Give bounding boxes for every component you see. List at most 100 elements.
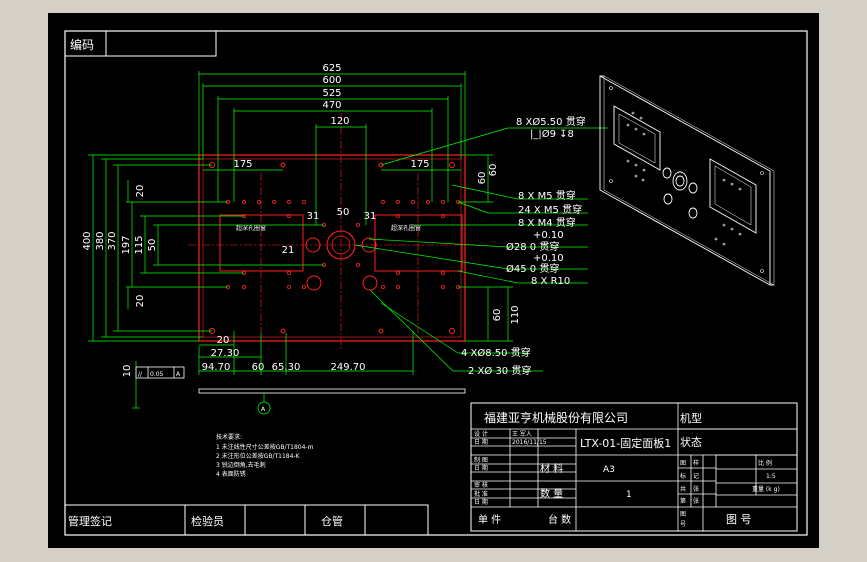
hole-callouts: 8 XØ5.50 贯穿 |_|Ø9 ↧8 8 X M5 贯穿 24 X M5 贯… (461, 115, 586, 377)
side-label-1: 图 (680, 460, 686, 467)
dim-525: 525 (322, 88, 341, 99)
callout-hole-28: Ø28 0 贯穿 (506, 240, 559, 253)
dimension-texts: 625 600 525 470 120 175 175 60 50 31 31 … (82, 63, 521, 373)
datum-marker: A (257, 393, 271, 415)
callout-hole-8-50: 4 XØ8.50 贯穿 (461, 346, 531, 359)
date-label-1: 日 期 (474, 438, 488, 446)
mgmt-label: 管理签记 (68, 514, 112, 528)
side-label-3: 标 (680, 472, 686, 480)
note-3: 3 锐边倒角,去毛刺 (216, 461, 266, 469)
note-2: 2 未注形位公差按GB/T1184-K (216, 452, 301, 460)
tol-left-num: 10 (122, 365, 133, 378)
dim-50: 50 (337, 207, 350, 218)
center-lines (188, 113, 478, 351)
callout-r10: 8 X R10 (531, 276, 570, 287)
lower-left-hole-30 (306, 275, 322, 291)
approve-label: 批 准 (474, 490, 488, 498)
callout-counterbore: |_|Ø9 ↧8 (530, 128, 574, 140)
dim-120: 120 (330, 116, 349, 127)
code-label: 编码 (70, 37, 94, 52)
sets-label: 台 数 (548, 513, 571, 526)
dim-470: 470 (322, 100, 341, 111)
left-pocket-label: 超深孔圈窗 (236, 224, 266, 232)
plate-outline (198, 154, 466, 342)
dim-65-30: 65.30 (272, 362, 301, 373)
dim-380: 380 (95, 231, 106, 250)
model-label: 机型 (680, 411, 702, 425)
front-view: 超深孔圈窗 超深孔圈窗 (188, 113, 478, 351)
code-box: 编码 (64, 30, 217, 57)
dim-249-70: 249.70 (331, 362, 366, 373)
storage-label: 仓管 (321, 514, 343, 528)
dim-600: 600 (322, 75, 341, 86)
tol-symbol: // (138, 371, 143, 378)
side-label-7: 第 (680, 497, 686, 505)
date-label-3: 日 期 (474, 498, 488, 506)
dim-21: 21 (282, 245, 295, 256)
dim-60-right-upper: 60 (477, 172, 488, 185)
dim-20-bottom: 20 (135, 295, 146, 308)
callout-m5-24: 24 X M5 贯穿 (518, 203, 582, 216)
plate-inner-outline (202, 158, 462, 338)
dim-175-left: 175 (233, 159, 252, 170)
qty-value: 1 (626, 490, 632, 500)
dim-60-right-lower: 60 (492, 309, 503, 322)
technical-notes: 技术要求: 1 未注线性尺寸公差按GB/T1804-m 2 未注形位公差按GB/… (216, 433, 314, 478)
bottom-bar: 管理签记 检验员 仓管 (64, 504, 429, 536)
dim-197: 197 (121, 235, 132, 254)
scale-label: 比 例 (758, 459, 772, 467)
material-value: A3 (603, 465, 615, 475)
dim-20-top: 20 (135, 185, 146, 198)
right-window-pocket (374, 214, 463, 272)
sheet-border (64, 30, 808, 536)
dimension-lines (88, 71, 608, 375)
note-1: 1 未注线性尺寸公差按GB/T1804-m (216, 443, 314, 451)
notes-title: 技术要求: (216, 433, 242, 441)
dim-60-top: 60 (488, 164, 499, 177)
dim-27-30: 27.30 (211, 348, 240, 359)
callout-hole-5-50: 8 XØ5.50 贯穿 (516, 115, 586, 128)
designer-name: 王 军人 (512, 431, 532, 438)
title-block-texts: 福建亚亨机械股份有限公司 机型 状态 LTX-01-固定面板1 设 计 王 军人… (474, 410, 780, 528)
design-date: 2016/11/15 (512, 439, 547, 446)
dim-20-bottom-h: 20 (217, 335, 230, 346)
drawing-canvas[interactable]: 编码 超深孔圈窗 超深孔圈窗 (48, 13, 819, 548)
weight-label: 重量 (k g) (752, 485, 780, 493)
dim-60-bottom: 60 (252, 362, 265, 373)
cad-viewport[interactable]: 编码 超深孔圈窗 超深孔圈窗 (48, 13, 819, 548)
part-name: LTX-01-固定面板1 (580, 436, 671, 450)
callout-tol-28: +0.10 (533, 230, 564, 241)
status-label: 状态 (680, 435, 702, 449)
left-window-pocket (219, 214, 304, 272)
dim-370: 370 (107, 231, 118, 250)
single-piece-label: 单 件 (478, 514, 501, 526)
title-block (470, 402, 798, 532)
callout-tol-45: +0.10 (533, 253, 564, 264)
isometric-view (599, 75, 775, 286)
design-label: 设 计 (474, 430, 488, 438)
tol-datum: A (176, 371, 181, 378)
tol-value: 0.05 (150, 371, 164, 378)
side-label-8: 张 (693, 497, 699, 505)
geometric-tolerance: 10 // 0.05 A (122, 361, 185, 409)
right-pocket-label: 超深孔圈窗 (391, 224, 421, 232)
side-label-2: 样 (693, 459, 699, 467)
note-4: 4 表面防锈 (216, 470, 246, 478)
side-label-9: 图 (680, 511, 686, 518)
qty-label: 数 量 (540, 487, 563, 500)
side-label-6: 张 (693, 485, 699, 493)
draw-label: 制 图 (474, 456, 488, 464)
company-name: 福建亚亨机械股份有限公司 (484, 410, 628, 425)
dim-31-left: 31 (307, 211, 320, 222)
callout-hole-45: Ø45 0 贯穿 (506, 262, 559, 275)
dim-625: 625 (322, 63, 341, 74)
lower-right-hole-30 (362, 275, 378, 291)
dim-115: 115 (134, 235, 145, 254)
inspector-label: 检验员 (191, 514, 224, 528)
review-label: 审 核 (474, 481, 488, 489)
dim-94-70: 94.70 (202, 362, 231, 373)
material-label: 材 料 (540, 462, 563, 475)
dim-31-right: 31 (364, 211, 377, 222)
side-label-10: 号 (680, 521, 686, 528)
side-view-plate (198, 388, 466, 394)
